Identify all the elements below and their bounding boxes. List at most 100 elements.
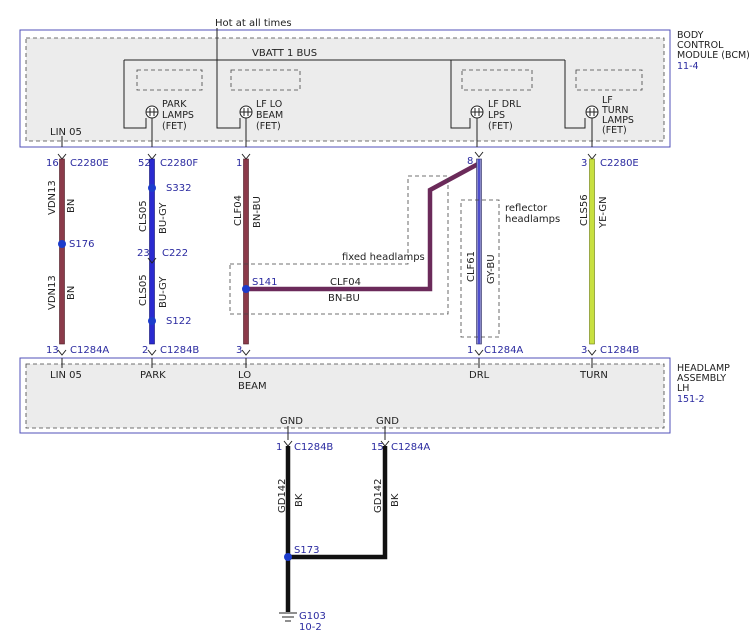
hl-pin-drl: 1	[467, 345, 473, 356]
wire-gnd-circuit-left: GD142	[277, 478, 288, 513]
fet-box-lo	[230, 69, 301, 91]
hl-pin-lo: 3	[236, 345, 242, 356]
hl-conn-lin: C1284A	[70, 345, 109, 356]
bcm-pin-park: 52	[138, 158, 151, 169]
hl-pin-park: 2	[142, 345, 148, 356]
fet-label-turn-1: LF	[602, 95, 613, 106]
splice-s173-label: S173	[294, 545, 319, 556]
bcm-title-line-3: MODULE (BCM)	[677, 50, 750, 61]
wire-lo-color: BN-BU	[252, 196, 263, 228]
bcm-title-line-1: BODY	[677, 30, 704, 41]
fet-label-drl-1: LF DRL	[488, 99, 522, 110]
option-label-fixed: fixed headlamps	[342, 252, 425, 263]
fet-label-turn-3: LAMPS	[602, 115, 634, 126]
hl-label-lo: LO	[238, 370, 251, 381]
pin-arrow-bcm-lo	[241, 153, 251, 160]
wire-lo-branch	[246, 162, 480, 292]
wire-gnd-right	[288, 446, 388, 560]
wire-park-circuit-upper: CLS05	[138, 200, 149, 232]
bcm-pin-turn: 3	[581, 158, 587, 169]
hl-conn-turn: C1284B	[600, 345, 639, 356]
wire-lin-color-lower: BN	[66, 286, 77, 300]
bcm-conn-park: C2280F	[160, 158, 198, 169]
pin-arrow-hl-park	[147, 349, 157, 356]
fet-label-drl-2: LPS	[488, 110, 505, 121]
fet-box-turn	[575, 69, 643, 91]
splice-s122-label: S122	[166, 316, 191, 327]
bcm-module	[19, 29, 671, 148]
fet-symbol-turn	[585, 105, 599, 119]
wire-drl-color: GY-BU	[486, 254, 497, 284]
inline-connector-name: C222	[162, 248, 188, 259]
bcm-pin-lo: 1	[236, 158, 242, 169]
splice-s176	[58, 240, 66, 248]
pin-arrow-hl-lin	[57, 349, 67, 356]
inline-connector-pin: 23	[137, 248, 150, 259]
gnd-conn-2: C1284A	[391, 442, 430, 453]
inline-connector-arrow	[147, 257, 157, 264]
headlamp-module	[19, 357, 671, 434]
fet-box-drl	[461, 69, 533, 91]
splice-s141-label: S141	[252, 277, 277, 288]
fet-label-turn-2: TURN	[601, 105, 628, 116]
vbatt-bus-label: VBATT 1 BUS	[252, 48, 317, 59]
hl-label-drl: DRL	[469, 370, 490, 381]
pin-arrow-hl-drl	[474, 349, 484, 356]
fet-feed-drl	[450, 60, 471, 129]
wire-drl-circuit: CLF61	[466, 251, 477, 282]
hl-conn-drl: C1284A	[484, 345, 523, 356]
hl-label-park: PARK	[140, 370, 166, 381]
wire-gnd-circuit-right: GD142	[373, 478, 384, 513]
wire-lin-circuit-upper: VDN13	[47, 180, 58, 215]
pin-arrow-bcm-turn	[587, 153, 597, 160]
wire-turn-color: YE-GN	[598, 196, 609, 229]
gnd-pin-2: 15	[371, 442, 384, 453]
pin-arrow-bcm-drl	[474, 151, 484, 158]
bcm-conn-turn: C2280E	[600, 158, 639, 169]
wire-turn	[589, 158, 595, 345]
fet-label-lo-1: LF LO	[256, 99, 282, 110]
pin-arrow-hl-lo	[241, 349, 251, 356]
bcm-pin-drl: 8	[467, 156, 473, 167]
hl-conn-park: C1284B	[160, 345, 199, 356]
bcm-ref: 11-4	[677, 61, 699, 72]
gnd-pin-1: 1	[276, 442, 282, 453]
lin-label-top: LIN 05	[50, 127, 82, 138]
hl-pin-lin: 13	[46, 345, 59, 356]
headlamp-inner-box	[25, 363, 665, 429]
fet-feed-turn	[564, 60, 586, 129]
hl-pin-turn: 3	[581, 345, 587, 356]
fet-feed-park	[123, 60, 147, 129]
wire-turn-circuit: CLS56	[579, 194, 590, 226]
gnd-label-2: GND	[376, 416, 399, 427]
fet-symbol-lo	[239, 105, 253, 119]
headlamp-title-line-2: ASSEMBLY	[677, 373, 726, 384]
bcm-pin-lin: 16	[46, 158, 59, 169]
ground-symbol-icon	[279, 612, 297, 622]
splice-s332-label: S332	[166, 183, 191, 194]
option-box-fixed	[229, 175, 449, 315]
splice-s173	[284, 553, 292, 561]
fet-label-lo-3: (FET)	[256, 121, 281, 132]
pin-arrow-hl-turn	[587, 349, 597, 356]
fet-label-park-3: (FET)	[162, 121, 187, 132]
wire-park-circuit-lower: CLS05	[138, 274, 149, 306]
splice-s122	[148, 317, 156, 325]
fet-symbol-park	[145, 105, 159, 119]
ground-name: G103	[299, 611, 326, 622]
wire-gnd-color-right: BK	[390, 493, 401, 507]
wire-lo-branch-circuit: CLF04	[330, 277, 361, 288]
fet-feed-lo	[216, 60, 241, 129]
hl-label-turn: TURN	[579, 370, 608, 381]
fet-label-lo-2: BEAM	[256, 110, 283, 121]
pin-arrow-bcm-lin	[57, 153, 67, 160]
wire-lo-branch-color: BN-BU	[328, 293, 360, 304]
option-box-reflector	[460, 199, 500, 338]
fet-label-park-1: PARK	[162, 99, 187, 110]
wire-park-color-lower: BU-GY	[158, 276, 169, 308]
option-label-reflector-2: headlamps	[505, 214, 560, 225]
pin-arrow-gnd-1	[283, 440, 293, 447]
wire-gnd-color-left: BK	[294, 493, 305, 507]
headlamp-ref: 151-2	[677, 394, 705, 405]
fet-label-turn-4: (FET)	[602, 125, 627, 136]
